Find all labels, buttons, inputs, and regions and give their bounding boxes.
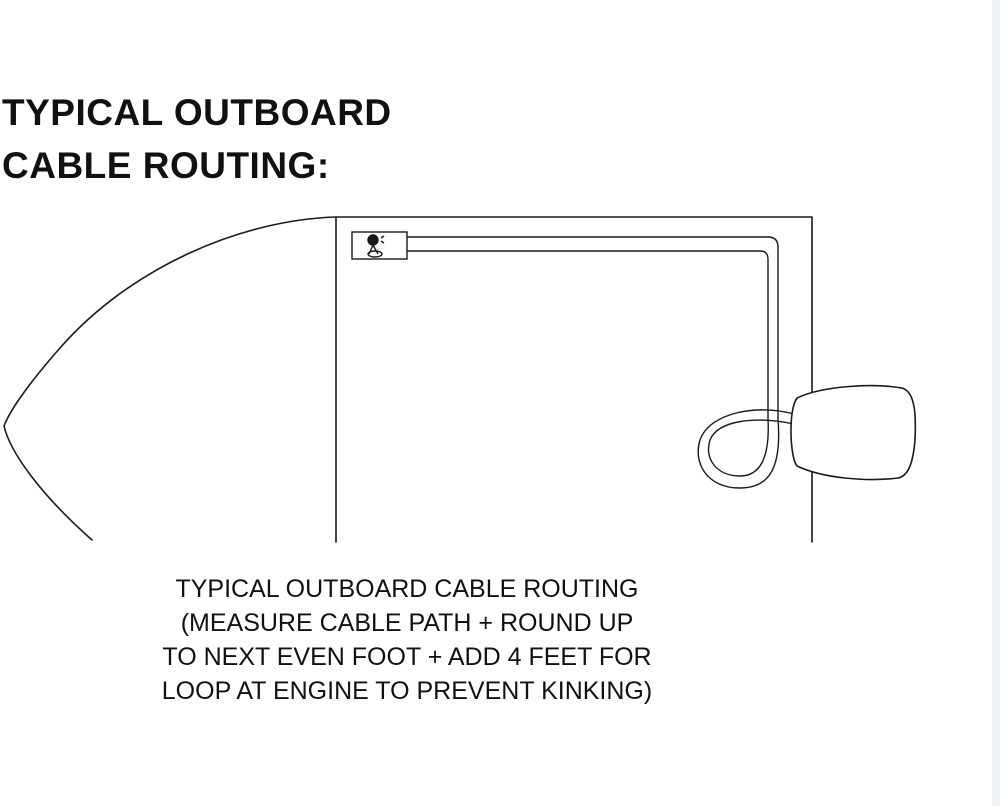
throttle-control-icon: [351, 231, 408, 260]
boat-transom-outline: [335, 216, 813, 543]
boat-cable-diagram: [3, 216, 917, 543]
caption-line-2: (MEASURE CABLE PATH + ROUND UP: [180, 609, 634, 637]
control-cable: [407, 236, 795, 489]
caption-line-4: LOOP AT ENGINE TO PREVENT KINKING): [161, 677, 653, 705]
title-line-2: CABLE ROUTING:: [2, 145, 330, 186]
outboard-engine-icon: [790, 384, 917, 481]
diagram-caption: TYPICAL OUTBOARD CABLE ROUTING (MEASURE …: [100, 572, 714, 708]
page-title: TYPICAL OUTBOARD CABLE ROUTING:: [2, 86, 392, 192]
edge-strip: [992, 0, 1000, 806]
cable-loop: [697, 409, 795, 489]
boat-hull-outline: [3, 216, 337, 541]
title-line-1: TYPICAL OUTBOARD: [2, 92, 392, 133]
caption-line-3: TO NEXT EVEN FOOT + ADD 4 FEET FOR: [162, 643, 652, 671]
caption-line-1: TYPICAL OUTBOARD CABLE ROUTING: [175, 575, 639, 603]
